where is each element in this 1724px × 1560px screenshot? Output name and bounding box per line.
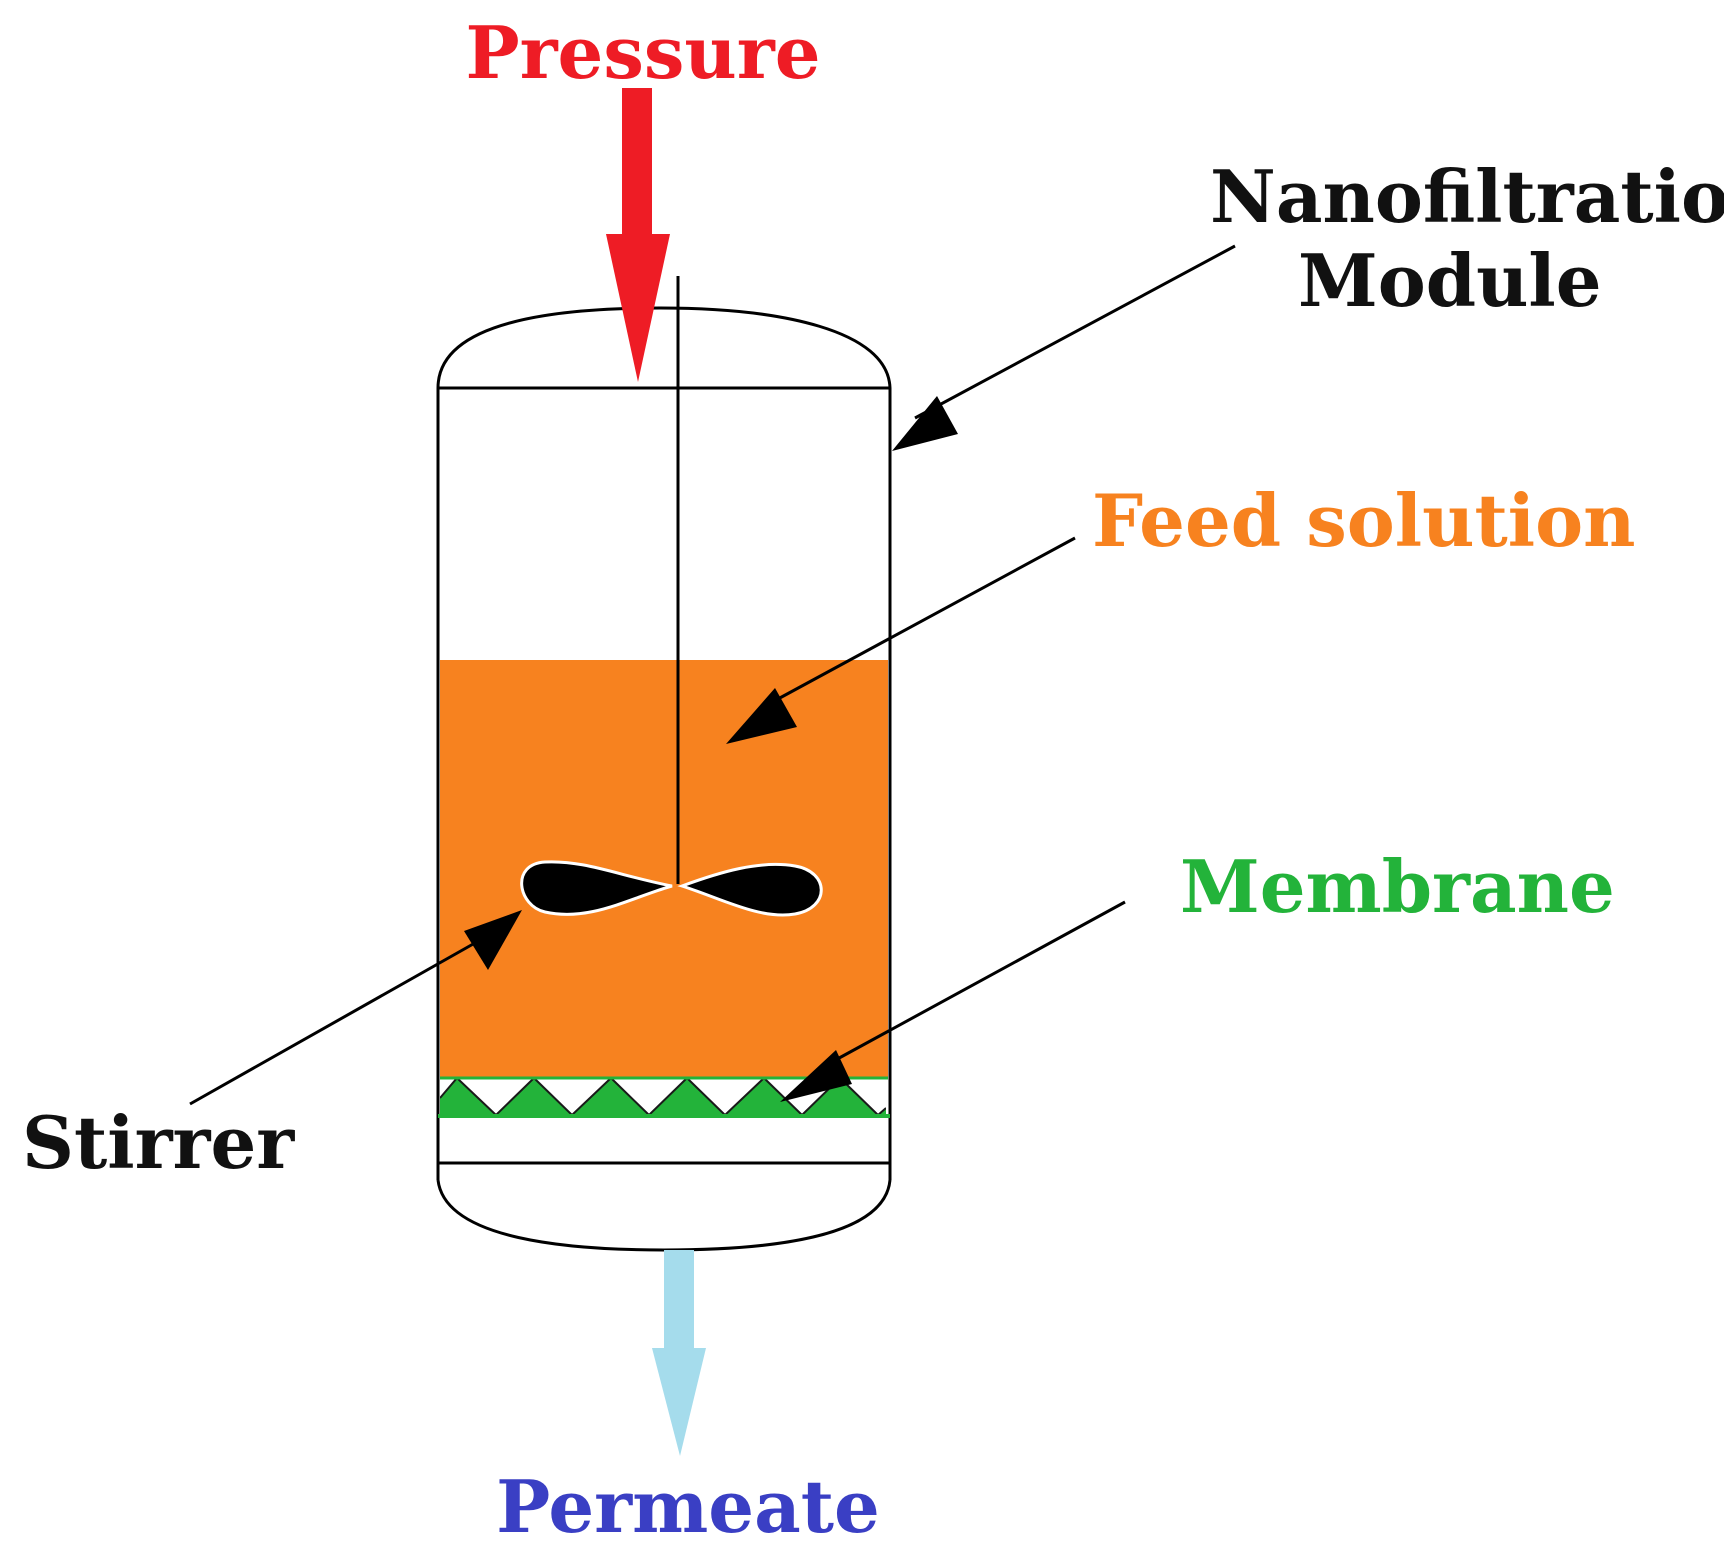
permeate-label: Permeate [496, 1464, 880, 1549]
feed-pointer-arrow [726, 536, 1076, 744]
membrane-pointer-arrow [780, 900, 1126, 1102]
module-pointer-arrow [892, 244, 1236, 451]
stirrer-blades [520, 860, 823, 917]
pressure-arrow [606, 88, 670, 382]
pressure-label: Pressure [465, 10, 820, 95]
vessel-top-dome [436, 306, 892, 389]
feed-solution-fill [440, 660, 888, 1078]
stirrer-label: Stirrer [22, 1100, 295, 1185]
module-label-line2: Module [1298, 238, 1602, 323]
feed-label: Feed solution [1092, 478, 1635, 563]
membrane-zigzag [440, 1078, 886, 1115]
membrane-label: Membrane [1180, 844, 1615, 929]
stirrer-pointer-arrow [189, 910, 522, 1106]
module-label-line1: Nanofiltration [1210, 154, 1724, 239]
vessel-bottom-dome [436, 1179, 892, 1252]
permeate-arrow [652, 1250, 706, 1456]
